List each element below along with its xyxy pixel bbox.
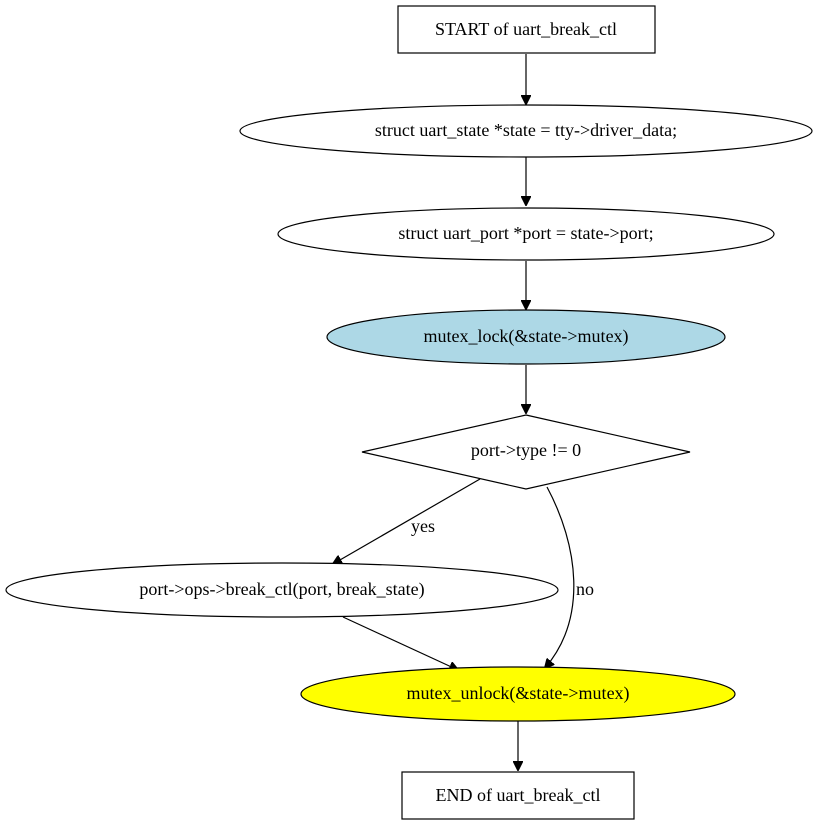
node-break-call: port->ops->break_ctl(port, break_state) <box>5 562 559 618</box>
node-end-label: END of uart_break_ctl <box>436 785 601 805</box>
edges <box>333 54 575 770</box>
node-break-call-ellipse <box>5 562 559 618</box>
node-start-box <box>397 5 656 54</box>
node-mutex-lock-ellipse <box>326 309 726 365</box>
node-condition-diamond <box>361 414 691 490</box>
edge-condition-yes <box>333 478 481 564</box>
node-start: START of uart_break_ctl <box>397 5 656 54</box>
node-mutex-unlock-label: mutex_unlock(&state->mutex) <box>406 683 629 704</box>
edge-condition-no <box>545 486 575 668</box>
node-port-decl-ellipse <box>277 207 775 261</box>
node-condition: port->type != 0 <box>361 414 691 490</box>
node-start-label: START of uart_break_ctl <box>435 19 617 39</box>
node-state-decl: struct uart_state *state = tty->driver_d… <box>239 104 813 158</box>
node-mutex-lock-label: mutex_lock(&state->mutex) <box>423 326 628 347</box>
node-state-decl-label: struct uart_state *state = tty->driver_d… <box>375 120 677 140</box>
node-end: END of uart_break_ctl <box>401 771 635 820</box>
node-end-box <box>401 771 635 820</box>
edge-label-no: no <box>576 579 594 599</box>
node-port-decl-label: struct uart_port *port = state->port; <box>398 223 653 243</box>
node-mutex-unlock-ellipse <box>300 666 736 722</box>
node-break-call-label: port->ops->break_ctl(port, break_state) <box>139 579 424 600</box>
node-state-decl-ellipse <box>239 104 813 158</box>
node-condition-label: port->type != 0 <box>471 440 581 460</box>
node-mutex-lock: mutex_lock(&state->mutex) <box>326 309 726 365</box>
edge-label-yes: yes <box>411 516 435 536</box>
edge-break-to-unlock <box>342 616 458 670</box>
node-mutex-unlock: mutex_unlock(&state->mutex) <box>300 666 736 722</box>
node-port-decl: struct uart_port *port = state->port; <box>277 207 775 261</box>
